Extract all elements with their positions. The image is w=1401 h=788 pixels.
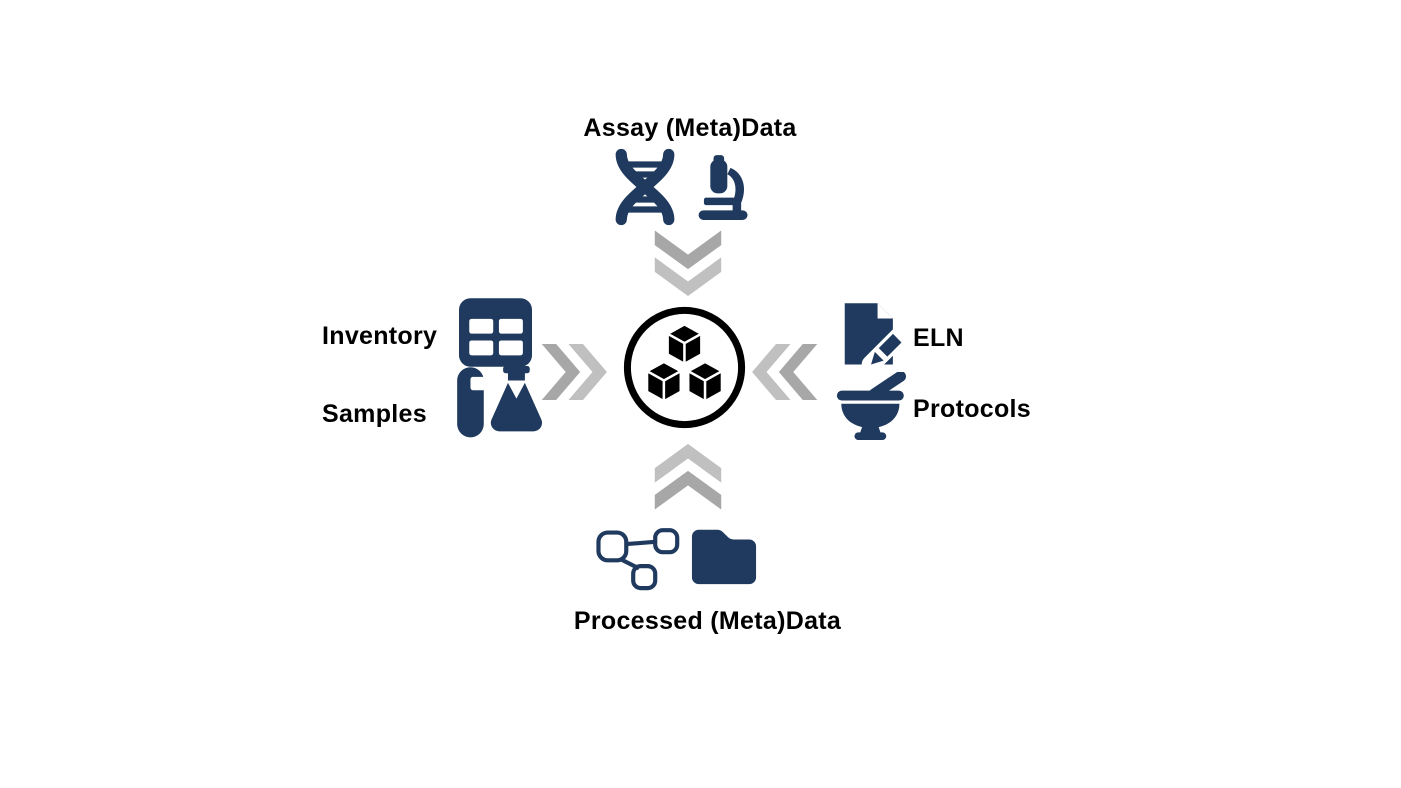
network-nodes-icon [595, 523, 683, 593]
arrow-right-to-center [749, 343, 819, 401]
folder-icon [690, 524, 758, 588]
test-tube-flask-icon [452, 366, 547, 441]
eln-label: ELN [913, 324, 964, 352]
protocols-label: Protocols [913, 395, 1031, 423]
dna-icon [605, 146, 685, 228]
microscope-icon [688, 148, 756, 226]
document-pencil-icon [836, 296, 906, 376]
data-cubes-icon [623, 306, 746, 429]
processed-metadata-label: Processed (Meta)Data [573, 607, 842, 635]
central-hub [619, 302, 750, 433]
table-grid-icon [459, 298, 532, 367]
arrow-bottom-to-center [654, 437, 722, 515]
assay-metadata-label: Assay (Meta)Data [583, 114, 797, 142]
arrow-left-to-center [540, 343, 610, 401]
arrow-top-to-center [654, 228, 722, 300]
mortar-pestle-icon [832, 372, 912, 440]
samples-label: Samples [322, 400, 427, 428]
inventory-label: Inventory [322, 322, 438, 350]
